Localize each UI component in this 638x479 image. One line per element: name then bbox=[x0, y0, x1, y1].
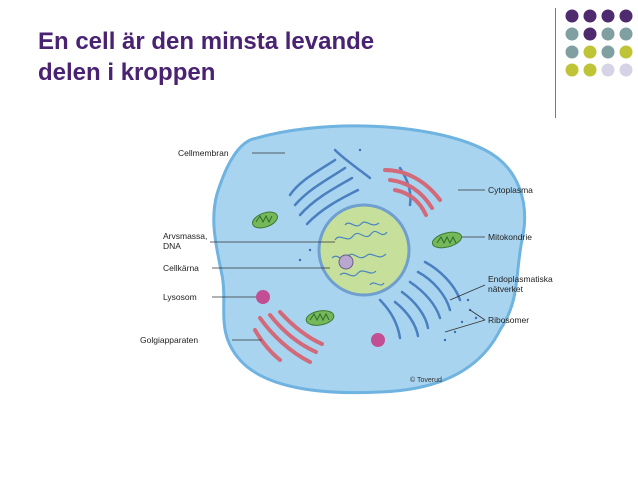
label-er-1: Endoplasmatiska bbox=[488, 274, 553, 284]
golgi-top bbox=[383, 168, 442, 217]
label-cellmembran: Cellmembran bbox=[178, 148, 229, 158]
label-golgi: Golgiapparaten bbox=[140, 335, 198, 345]
decor-vertical-line bbox=[555, 8, 556, 118]
golgi-bottom bbox=[253, 310, 324, 364]
label-cytoplasma: Cytoplasma bbox=[488, 185, 533, 195]
nucleus bbox=[317, 203, 411, 297]
label-arvsmassa-1: Arvsmassa, bbox=[163, 231, 207, 241]
label-arvsmassa-2: DNA bbox=[163, 241, 181, 251]
mitochondria bbox=[252, 211, 463, 326]
title-line-1: En cell är den minsta levande bbox=[38, 28, 375, 55]
leader-lines bbox=[210, 152, 486, 341]
label-mitokondrie: Mitokondrie bbox=[488, 232, 532, 242]
nucleolus bbox=[338, 254, 354, 270]
lysosome-2 bbox=[371, 333, 385, 347]
label-er-2: nätverket bbox=[488, 284, 524, 294]
copyright-text: © Toverud bbox=[410, 376, 442, 384]
title-line-2: delen i kroppen bbox=[38, 59, 216, 86]
label-ribosomer: Ribosomer bbox=[488, 315, 529, 325]
lysosome-1 bbox=[256, 290, 270, 304]
slide-title: En cell är den minsta levande delen i kr… bbox=[38, 26, 508, 88]
label-cellkarna: Cellkärna bbox=[163, 263, 199, 273]
label-lysosom: Lysosom bbox=[163, 292, 197, 302]
